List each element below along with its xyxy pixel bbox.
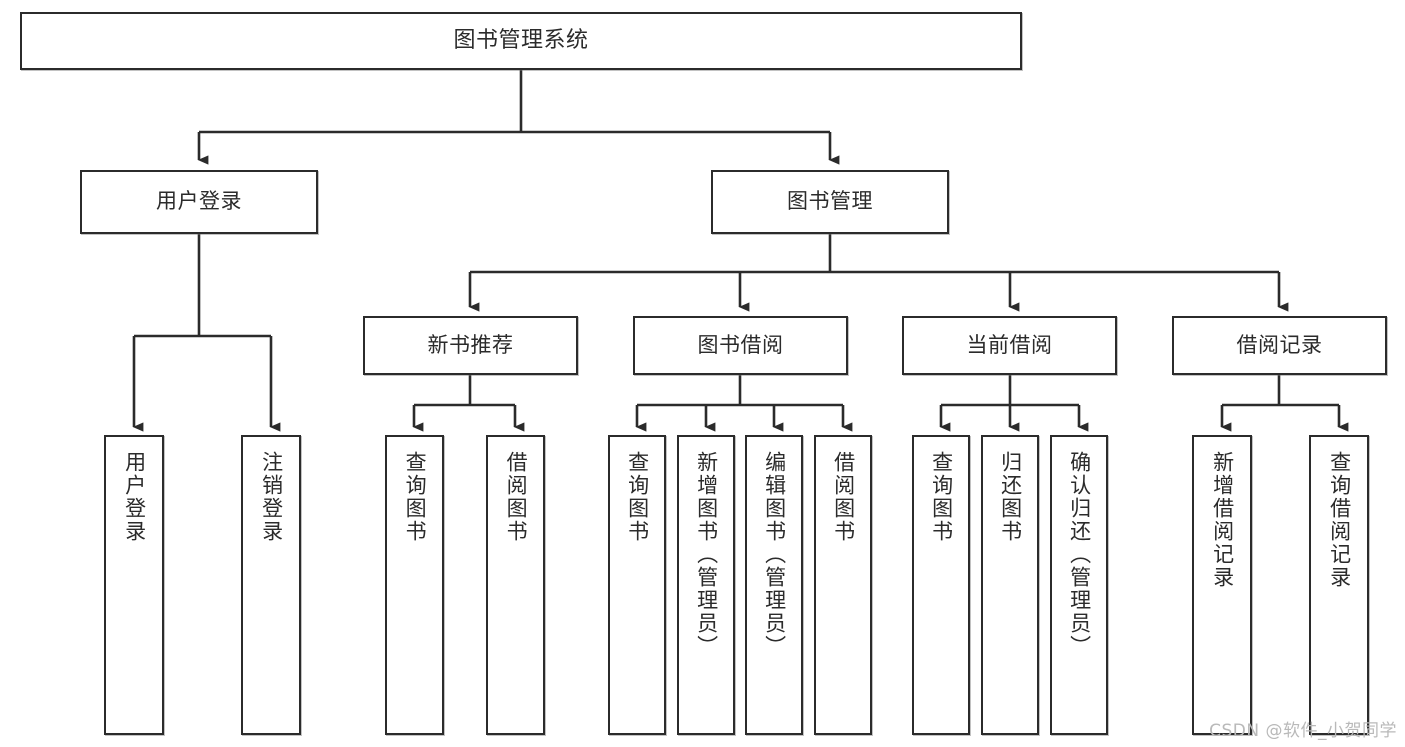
node-label: 注销登录 xyxy=(259,451,284,543)
leaf-node-add-borrow-record[interactable]: 新增借阅记录 xyxy=(1192,435,1252,735)
node-label: 新增借阅记录 xyxy=(1210,451,1235,589)
node-user-login[interactable]: 用户登录 xyxy=(80,170,318,234)
leaf-node-query-book-borrow[interactable]: 查询图书 xyxy=(608,435,666,735)
leaf-node-query-book-newbook[interactable]: 查询图书 xyxy=(385,435,444,735)
node-label: 用户登录 xyxy=(122,451,147,543)
node-label: 图书管理 xyxy=(787,189,873,214)
leaf-node-return-book[interactable]: 归还图书 xyxy=(981,435,1039,735)
node-label: 查询图书 xyxy=(625,451,650,543)
node-label: 借阅图书 xyxy=(504,451,529,543)
node-label: 借阅记录 xyxy=(1236,332,1323,357)
node-new-book-recommend[interactable]: 新书推荐 xyxy=(363,316,578,375)
node-label: 查询借阅记录 xyxy=(1327,451,1352,589)
leaf-node-logout[interactable]: 注销登录 xyxy=(241,435,301,735)
watermark-text: CSDN @软件_小贺同学 xyxy=(1209,721,1397,741)
node-borrow-records[interactable]: 借阅记录 xyxy=(1172,316,1387,375)
node-label: 确认归还（管理员） xyxy=(1067,451,1092,658)
leaf-node-borrow-book[interactable]: 借阅图书 xyxy=(814,435,872,735)
leaf-node-query-borrow-record[interactable]: 查询借阅记录 xyxy=(1309,435,1369,735)
node-label: 借阅图书 xyxy=(831,451,856,543)
leaf-node-confirm-return-admin[interactable]: 确认归还（管理员） xyxy=(1050,435,1108,735)
node-label: 查询图书 xyxy=(929,451,954,543)
leaf-node-user-login[interactable]: 用户登录 xyxy=(104,435,164,735)
node-label: 图书借阅 xyxy=(697,332,784,357)
node-label: 用户登录 xyxy=(156,189,242,214)
node-label: 新书推荐 xyxy=(427,332,514,357)
node-book-management[interactable]: 图书管理 xyxy=(711,170,949,234)
leaf-node-add-book-admin[interactable]: 新增图书（管理员） xyxy=(677,435,735,735)
node-book-borrow[interactable]: 图书借阅 xyxy=(633,316,848,375)
node-label: 归还图书 xyxy=(998,451,1023,543)
leaf-node-query-book-current[interactable]: 查询图书 xyxy=(912,435,970,735)
node-root-system[interactable]: 图书管理系统 xyxy=(20,12,1022,70)
node-label: 查询图书 xyxy=(403,451,428,543)
node-label: 图书管理系统 xyxy=(453,27,589,53)
leaf-node-edit-book-admin[interactable]: 编辑图书（管理员） xyxy=(745,435,803,735)
leaf-node-borrow-book-newbook[interactable]: 借阅图书 xyxy=(486,435,545,735)
node-label: 编辑图书（管理员） xyxy=(762,451,787,658)
node-label: 新增图书（管理员） xyxy=(694,451,719,658)
node-current-borrow[interactable]: 当前借阅 xyxy=(902,316,1117,375)
node-label: 当前借阅 xyxy=(966,332,1053,357)
